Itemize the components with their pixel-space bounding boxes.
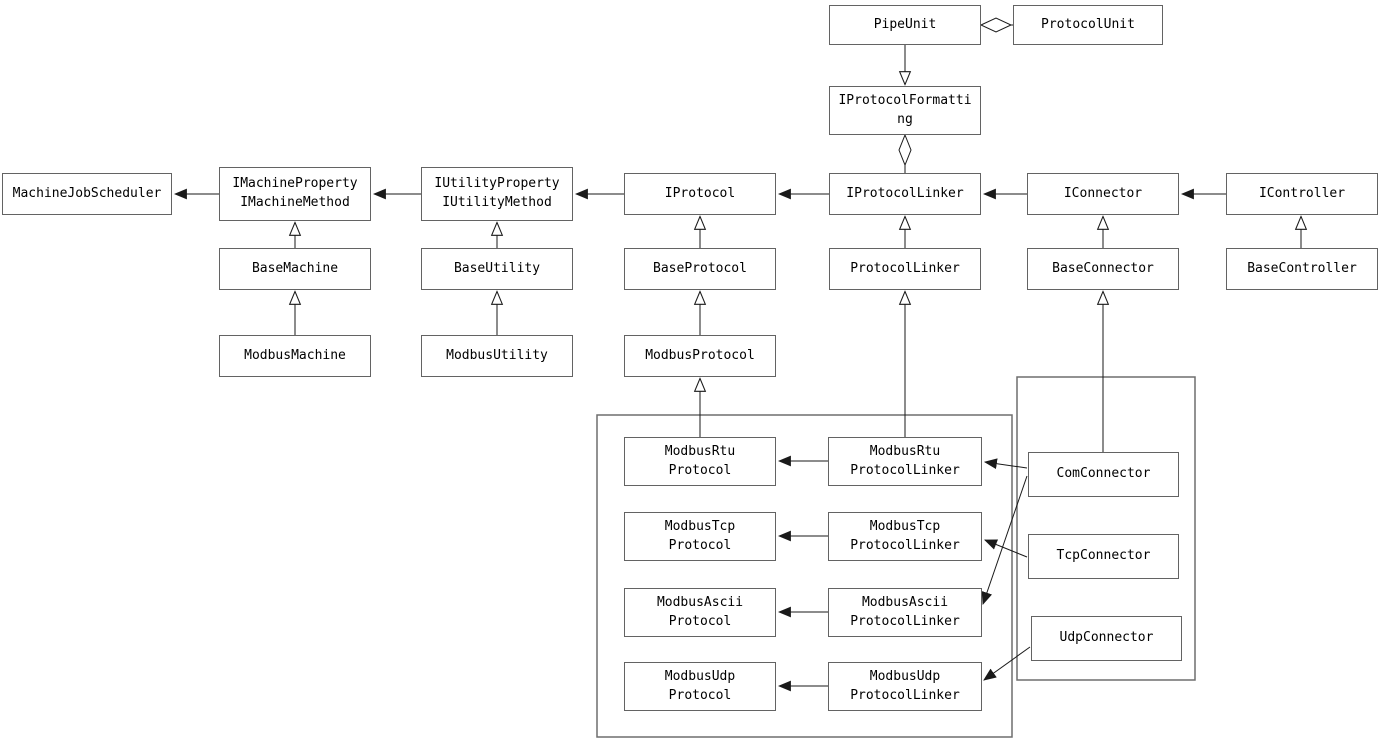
node-i-controller: IController [1226, 173, 1378, 215]
node-i-machine: IMachineProperty IMachineMethod [219, 167, 371, 221]
node-modbus-ascii-protocol-linker: ModbusAscii ProtocolLinker [828, 588, 982, 637]
node-com-connector: ComConnector [1028, 452, 1179, 497]
node-modbus-udp-protocol-linker: ModbusUdp ProtocolLinker [828, 662, 982, 711]
node-pipe-unit: PipeUnit [829, 5, 981, 45]
modbus-protocol-group-frame [596, 414, 1013, 738]
node-i-protocol-formatting: IProtocolFormatti ng [829, 86, 981, 135]
node-protocol-linker: ProtocolLinker [829, 248, 981, 290]
node-modbus-rtu-protocol: ModbusRtu Protocol [624, 437, 776, 486]
aggregation-diamond-pipeunit [979, 17, 1013, 33]
edge-comconnector-rtulinker [983, 458, 1028, 470]
node-i-utility: IUtilityProperty IUtilityMethod [421, 167, 573, 221]
node-base-utility: BaseUtility [421, 248, 573, 290]
node-modbus-udp-protocol: ModbusUdp Protocol [624, 662, 776, 711]
node-base-machine: BaseMachine [219, 248, 371, 290]
aggregation-diamond-iprotocolformatting [898, 133, 912, 167]
node-base-protocol: BaseProtocol [624, 248, 776, 290]
node-protocol-unit: ProtocolUnit [1013, 5, 1163, 45]
node-udp-connector: UdpConnector [1031, 616, 1182, 661]
edge-tcpconnector-tcplinker [983, 539, 1028, 558]
connector-group-frame [1016, 376, 1196, 681]
node-modbus-tcp-protocol: ModbusTcp Protocol [624, 512, 776, 561]
node-i-protocol-linker: IProtocolLinker [829, 173, 981, 215]
edge-udpconnector-udplinker [983, 646, 1031, 681]
node-i-connector: IConnector [1027, 173, 1179, 215]
node-i-protocol: IProtocol [624, 173, 776, 215]
node-base-controller: BaseController [1226, 248, 1378, 290]
node-modbus-ascii-protocol: ModbusAscii Protocol [624, 588, 776, 637]
node-modbus-machine: ModbusMachine [219, 335, 371, 377]
node-modbus-tcp-protocol-linker: ModbusTcp ProtocolLinker [828, 512, 982, 561]
node-modbus-rtu-protocol-linker: ModbusRtu ProtocolLinker [828, 437, 982, 486]
node-tcp-connector: TcpConnector [1028, 534, 1179, 579]
node-modbus-protocol: ModbusProtocol [624, 335, 776, 377]
node-modbus-utility: ModbusUtility [421, 335, 573, 377]
node-machine-job-scheduler: MachineJobScheduler [2, 173, 172, 215]
node-base-connector: BaseConnector [1027, 248, 1179, 290]
edge-comconnector-asciilinker [981, 475, 1028, 606]
